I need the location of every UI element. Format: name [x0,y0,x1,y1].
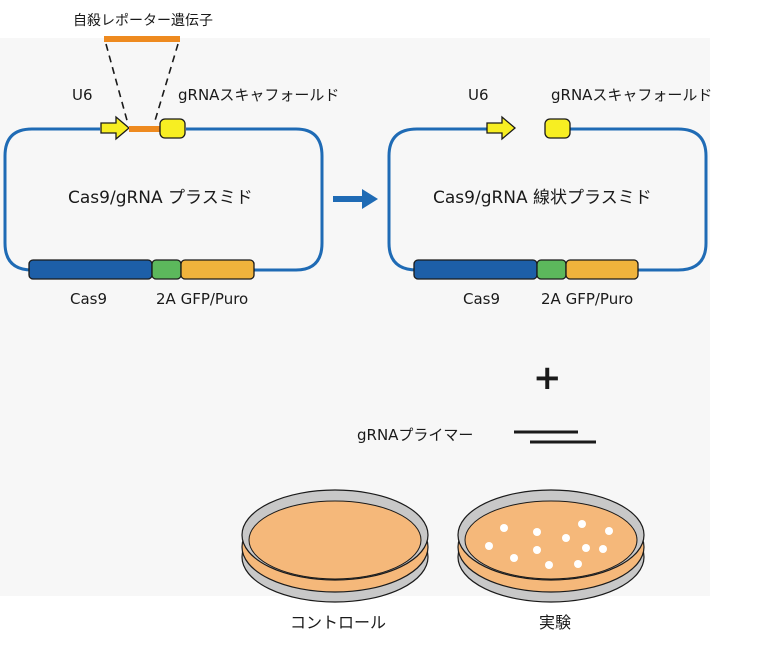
cas9-label-left: Cas9 [70,290,107,308]
suicide-reporter-label: 自殺レポーター遺伝子 [73,13,213,29]
colony [533,546,541,554]
colony [599,545,607,553]
primer-label: gRNAプライマー [357,426,473,444]
cas9-segment-right [413,259,538,280]
plus-sign: + [533,358,562,398]
scaffold-box-icon [159,118,186,139]
scaffold-label-right: gRNAスキャフォールド [551,86,712,104]
colony [562,534,570,542]
zoom-line-left [105,43,129,125]
right-arrow-icon [333,189,378,209]
colony [485,542,493,550]
cas9-label-right: Cas9 [463,290,500,308]
gfp-label-left: 2A GFP/Puro [156,290,248,308]
gfp-label-right: 2A GFP/Puro [541,290,633,308]
colony [510,554,518,562]
control-petri-dish-icon [241,489,429,603]
plasmid-right-title: Cas9/gRNA 線状プラスミド [433,188,652,208]
u6-promoter-arrow-icon [486,115,517,141]
scaffold-label-left: gRNAスキャフォールド [178,86,339,104]
2a-segment-right [536,259,567,280]
colony [582,544,590,552]
cas9-segment-left [28,259,153,280]
u6-label-right: U6 [468,86,489,104]
2a-segment-left [151,259,182,280]
gfp-puro-segment-left [180,259,255,280]
plasmid-left-title: Cas9/gRNA プラスミド [68,188,253,208]
experiment-label: 実験 [539,613,571,632]
u6-promoter-arrow-icon [100,115,131,141]
colony [605,527,613,535]
gfp-puro-segment-right [565,259,639,280]
control-label: コントロール [290,613,386,632]
colony [574,560,582,568]
colony [500,524,508,532]
u6-label-left: U6 [72,86,93,104]
zoom-line-right [153,43,179,125]
colony [533,528,541,536]
colony [578,520,586,528]
colony [545,561,553,569]
scaffold-box-icon [544,118,571,139]
experiment-petri-dish-icon [457,489,645,603]
